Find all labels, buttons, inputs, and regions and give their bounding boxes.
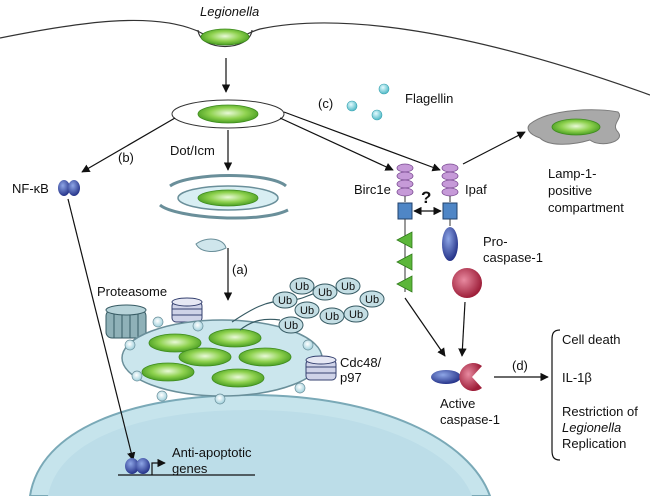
antiapoptotic-label-line2: genes	[172, 461, 208, 476]
procaspase-label-line1: Pro-	[483, 234, 508, 249]
ub-tag: Ub	[359, 290, 385, 308]
flagellin-dot	[371, 109, 383, 121]
replicating-bacterium	[178, 347, 232, 367]
nfkb-dna-subunit	[136, 458, 150, 474]
arrow-ipaf-lamp1	[462, 131, 526, 165]
proteasome-cap	[171, 297, 203, 323]
arrow-birc1e-active	[404, 297, 446, 357]
vesicle	[294, 382, 306, 394]
flagellin-label: Flagellin	[405, 91, 453, 106]
ub-tag: Ub	[278, 316, 304, 334]
ub-label: Ub	[341, 281, 355, 293]
replicating-bacterium	[141, 362, 195, 382]
ub-tag: Ub	[319, 307, 345, 325]
proteasome-label: Proteasome	[97, 284, 167, 299]
ub-label: Ub	[278, 295, 292, 307]
cdc48-label: Cdc48/	[340, 355, 382, 370]
outcome-il1b: IL-1β	[562, 370, 592, 385]
ub-tag: Ub	[343, 305, 369, 323]
ub-label: Ub	[300, 305, 314, 317]
ipaf-receptor	[441, 163, 459, 226]
active-caspase-label-line1: Active	[440, 396, 475, 411]
legionella-bacterium-entry	[200, 28, 250, 46]
lamp1-bacterium	[551, 118, 601, 136]
legionella-label: Legionella	[200, 4, 259, 19]
er-membrane	[169, 174, 287, 188]
nfkb-subunit	[68, 180, 80, 196]
outcome-bracket	[551, 329, 561, 461]
ub-tag: Ub	[312, 283, 338, 301]
ub-label: Ub	[325, 311, 339, 323]
ub-label: Ub	[365, 294, 379, 306]
cdc48-p97	[305, 355, 337, 381]
arrow-nfkb-nucleus	[67, 198, 136, 461]
ub-tag: Ub	[272, 291, 298, 309]
lamp1-label-line2: positive	[548, 183, 592, 198]
vesicle	[156, 390, 168, 402]
vacuole-bacterium	[197, 189, 259, 207]
ub-label: Ub	[349, 309, 363, 321]
vesicle	[192, 320, 204, 332]
active-caspase-label-line2: caspase-1	[440, 412, 500, 427]
vesicle	[302, 339, 314, 351]
nfkb-dna-subunit	[125, 458, 139, 474]
er-fragment	[195, 238, 227, 252]
question-mark: ?	[421, 188, 431, 207]
label-c: (c)	[318, 96, 333, 111]
lamp1-label-line1: Lamp-1-	[548, 166, 596, 181]
ub-chain-linker	[239, 318, 281, 331]
replicating-bacterium	[148, 333, 202, 353]
label-d: (d)	[512, 358, 528, 373]
proteasome	[105, 304, 147, 339]
arrow-c-ipaf	[283, 111, 441, 172]
ub-tag: Ub	[294, 301, 320, 319]
dot-icm-label: Dot/Icm	[170, 143, 215, 158]
outcome-restriction-line2: Legionella	[562, 420, 621, 435]
transcription-arrow	[151, 458, 166, 475]
flagellin-dot	[346, 100, 358, 112]
active-caspase-card	[431, 370, 461, 384]
nfkb-label: NF-κB	[12, 181, 49, 196]
flagellin-dot	[378, 83, 390, 95]
vesicle	[214, 393, 226, 405]
entry-pocket	[197, 29, 253, 48]
birc1e-label: Birc1e	[354, 182, 391, 197]
vesicle	[131, 370, 143, 382]
er-membrane	[159, 203, 289, 220]
active-caspase-body	[459, 363, 482, 392]
arrow-c-birc1e	[279, 117, 394, 171]
phagosome-bacterium	[197, 104, 259, 124]
ub-label: Ub	[295, 281, 309, 293]
host-cell-membrane	[0, 19, 650, 96]
vesicle	[124, 339, 136, 351]
ub-tag: Ub	[335, 277, 361, 295]
replicating-bacterium	[208, 328, 262, 348]
antiapoptotic-label-line1: Anti-apoptotic	[172, 445, 252, 460]
arrow-procaspase-active	[458, 301, 467, 357]
arrow-b	[81, 117, 176, 173]
ub-tag: Ub	[289, 277, 315, 295]
nfkb-subunit	[58, 180, 70, 196]
p97-label: p97	[340, 370, 362, 385]
replicating-bacterium	[211, 368, 265, 388]
lamp1-label-line3: compartment	[548, 200, 624, 215]
vesicle	[152, 316, 164, 328]
ub-label: Ub	[284, 320, 298, 332]
label-a: (a)	[232, 262, 248, 277]
outcome-cell-death: Cell death	[562, 332, 621, 347]
replicating-bacterium	[238, 347, 292, 367]
birc1e-receptor	[396, 163, 414, 293]
outcome-restriction-line1: Restriction of	[562, 404, 638, 419]
label-b: (b)	[118, 150, 134, 165]
procaspase-body	[452, 268, 482, 298]
procaspase-label-line2: caspase-1	[483, 250, 543, 265]
outcome-restriction-line3: Replication	[562, 436, 626, 451]
ipaf-label: Ipaf	[465, 182, 487, 197]
procaspase-card	[442, 227, 458, 261]
ub-label: Ub	[318, 287, 332, 299]
